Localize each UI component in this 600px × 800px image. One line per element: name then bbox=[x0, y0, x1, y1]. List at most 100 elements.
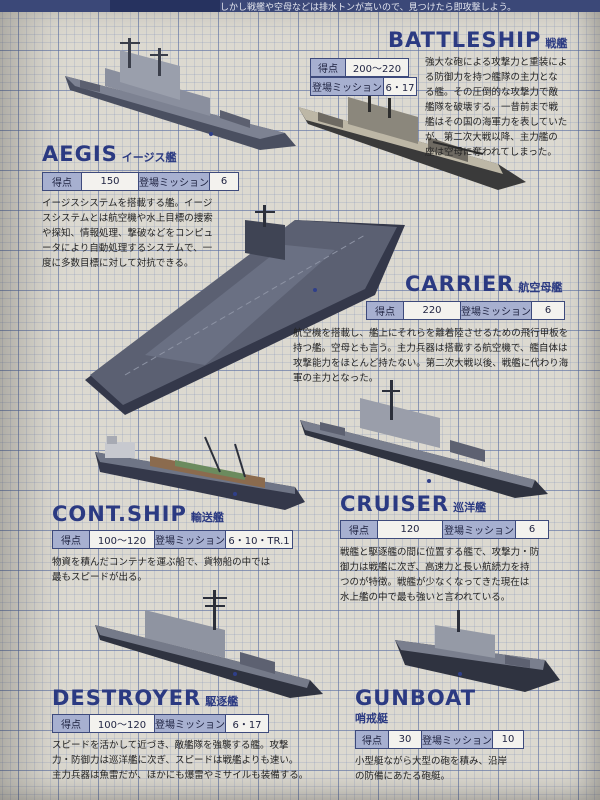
destroyer-callout-dot bbox=[233, 672, 237, 676]
gunboat-callout-dot bbox=[458, 672, 462, 676]
aegis-score: 150 bbox=[82, 173, 139, 190]
cruiser-desc-line: 御力は戦艦に次ぎ、高速力と長い航続力を持 bbox=[340, 562, 530, 573]
carrier-description: 航空機を搭載し、艦上にそれらを離着陸させるための飛行甲板を 持つ艦。空母とも言う… bbox=[293, 326, 598, 386]
header-text: しかし戦艦や空母などは排水トンが高いので、見つけたら即攻撃しよう。 bbox=[220, 3, 517, 13]
battleship-desc-line: 座は空母に奪われてしまった。 bbox=[425, 147, 557, 158]
aegis-ship-image bbox=[65, 38, 296, 150]
cruiser-score: 120 bbox=[378, 521, 443, 538]
cruiser-stats: 得点 120 登場ミッション 6 bbox=[340, 520, 549, 539]
contship-name-en: CONT.SHIP bbox=[52, 502, 187, 526]
contship-callout-dot bbox=[233, 492, 237, 496]
mission-label: 登場ミッション bbox=[155, 715, 226, 732]
mission-label: 登場ミッション bbox=[139, 173, 210, 190]
cruiser-desc-line: 水上艦の中で最も強いと言われている。 bbox=[340, 592, 511, 603]
cruiser-name-en: CRUISER bbox=[340, 492, 450, 516]
cruiser-name-jp: 巡洋艦 bbox=[453, 501, 487, 514]
score-label: 得点 bbox=[311, 59, 346, 76]
aegis-desc-line: 度に多数目標に対して対抗できる。 bbox=[42, 258, 194, 269]
gunboat-image bbox=[395, 610, 560, 692]
contship-stats: 得点 100〜120 登場ミッション 6・10・TR.1 bbox=[52, 530, 293, 549]
carrier-callout-dot bbox=[313, 288, 317, 292]
score-label: 得点 bbox=[43, 173, 82, 190]
destroyer-missions: 6・17 bbox=[232, 720, 262, 731]
carrier-name-en: CARRIER bbox=[405, 272, 515, 296]
aegis-callout-dot bbox=[209, 132, 213, 136]
carrier-score: 220 bbox=[404, 302, 461, 319]
score-label: 得点 bbox=[356, 731, 389, 748]
cruiser-desc-line: つのが特徴。戦艦が少なくなってきた現在は bbox=[340, 577, 530, 588]
destroyer-desc-line: 主力兵器は魚雷だが、ほかにも爆雷やミサイルも装備する。 bbox=[52, 770, 309, 781]
gunboat-stats: 得点 30 登場ミッション 10 bbox=[355, 730, 524, 749]
contship-missions: 6・10・TR.1 bbox=[228, 536, 290, 547]
contship-desc-line: 最もスピードが出る。 bbox=[52, 572, 148, 583]
carrier-desc-line: 航空機を搭載し、艦上にそれらを離着陸させるための飛行甲板を bbox=[293, 328, 569, 339]
aegis-desc-line: ータにより自動処理するシステムで、一 bbox=[42, 243, 213, 254]
mission-label: 登場ミッション bbox=[155, 531, 226, 548]
mission-label: 登場ミッション bbox=[422, 731, 493, 748]
battleship-name-en: BATTLESHIP bbox=[388, 28, 542, 52]
gunboat-name-en: GUNBOAT bbox=[355, 686, 477, 710]
mission-label: 登場ミッション bbox=[461, 302, 532, 319]
gunboat-title: GUNBOAT 哨戒艇 bbox=[355, 686, 476, 726]
gunboat-name-jp: 哨戒艇 bbox=[355, 712, 388, 725]
battleship-missions: 6・17 bbox=[385, 83, 415, 94]
gunboat-desc-line: 小型艇ながら大型の砲を積み、沿岸 bbox=[355, 756, 508, 767]
battleship-desc-line: る艦。その圧倒的な攻撃力で敵 bbox=[425, 87, 559, 98]
battleship-name-jp: 戦艦 bbox=[545, 37, 568, 50]
carrier-image bbox=[85, 205, 405, 415]
carrier-desc-line: 軍の主力となった。 bbox=[293, 373, 379, 384]
cruiser-image bbox=[300, 380, 548, 498]
score-label: 得点 bbox=[53, 531, 90, 548]
battleship-desc-line: る防御力を持つ艦隊の主力とな bbox=[425, 72, 558, 83]
contship-description: 物資を積んだコンテナを運ぶ船で、貨物船の中では 最もスピードが出る。 bbox=[52, 555, 292, 585]
mission-label: 登場ミッション bbox=[311, 78, 384, 95]
carrier-name-jp: 航空母艦 bbox=[518, 281, 563, 294]
destroyer-name-en: DESTROYER bbox=[52, 686, 202, 710]
aegis-stats: 得点 150 登場ミッション 6 bbox=[42, 172, 239, 191]
gunboat-description: 小型艇ながら大型の砲を積み、沿岸 の防備にあたる砲艇。 bbox=[355, 754, 555, 784]
destroyer-description: スピードを活かして近づき、敵艦隊を強襲する艦。攻撃 力・防御力は巡洋艦に次ぎ、ス… bbox=[52, 738, 322, 783]
carrier-desc-line: 攻撃能力をほとんど持たない。第二次大戦以後、戦艦に代わり海 bbox=[293, 358, 569, 369]
aegis-name-en: AEGIS bbox=[42, 142, 118, 166]
mission-label: 登場ミッション bbox=[443, 521, 516, 538]
destroyer-desc-line: スピードを活かして近づき、敵艦隊を強襲する艦。攻撃 bbox=[52, 740, 289, 751]
battleship-image bbox=[298, 92, 526, 190]
aegis-desc-line: イージスシステムを搭載する艦。イージ bbox=[42, 198, 213, 209]
battleship-desc-line: 強大な砲による攻撃力と重装によ bbox=[425, 57, 568, 68]
battleship-stats-mission: 登場ミッション 6・17 bbox=[310, 77, 417, 96]
aegis-desc-line: スシステムとは航空機や水上目標の捜索 bbox=[42, 213, 213, 224]
carrier-desc-line: 持つ艦。空母とも言う。主力兵器は搭載する航空機で、艦自体は bbox=[293, 343, 568, 354]
battleship-stats: 得点 200〜220 bbox=[310, 58, 409, 77]
destroyer-stats: 得点 100〜120 登場ミッション 6・17 bbox=[52, 714, 269, 733]
aegis-desc-line: や探知、情報処理、撃破などをコンピュ bbox=[42, 228, 214, 239]
battleship-desc-line: 艦隊を破壊する。一昔前まで戦 bbox=[425, 102, 559, 113]
contship-desc-line: 物資を積んだコンテナを運ぶ船で、貨物船の中では bbox=[52, 557, 271, 568]
battleship-score: 200〜220 bbox=[352, 64, 402, 75]
cruiser-missions: 6 bbox=[528, 524, 536, 535]
aegis-name-jp: イージス艦 bbox=[121, 151, 177, 164]
gunboat-score: 30 bbox=[389, 731, 422, 748]
destroyer-desc-line: 力・防御力は巡洋艦に次ぎ、スピードは戦艦よりも速い。 bbox=[52, 755, 299, 766]
score-label: 得点 bbox=[341, 521, 378, 538]
battleship-desc-line: 艦はその国の海軍力を表していた bbox=[425, 117, 568, 128]
cruiser-description: 戦艦と駆逐艦の間に位置する艦で、攻撃力・防 御力は戦艦に次ぎ、高速力と長い航続力… bbox=[340, 545, 560, 605]
cruiser-desc-line: 戦艦と駆逐艦の間に位置する艦で、攻撃力・防 bbox=[340, 547, 540, 558]
gunboat-desc-line: の防備にあたる砲艇。 bbox=[355, 771, 451, 782]
carrier-missions: 6 bbox=[544, 305, 552, 316]
battleship-description: 強大な砲による攻撃力と重装によ る防御力を持つ艦隊の主力とな る艦。その圧倒的な… bbox=[425, 55, 600, 160]
contship-name-jp: 輸送艦 bbox=[190, 511, 224, 524]
destroyer-name-jp: 駆逐艦 bbox=[205, 695, 239, 708]
score-label: 得点 bbox=[53, 715, 90, 732]
aegis-description: イージスシステムを搭載する艦。イージ スシステムとは航空機や水上目標の捜索 や探… bbox=[42, 196, 242, 271]
destroyer-score: 100〜120 bbox=[90, 715, 155, 732]
container-ship-image bbox=[95, 436, 305, 510]
header-tag bbox=[110, 0, 220, 12]
aegis-missions: 6 bbox=[220, 176, 228, 187]
carrier-stats: 得点 220 登場ミッション 6 bbox=[366, 301, 565, 320]
destroyer-image bbox=[95, 590, 323, 698]
